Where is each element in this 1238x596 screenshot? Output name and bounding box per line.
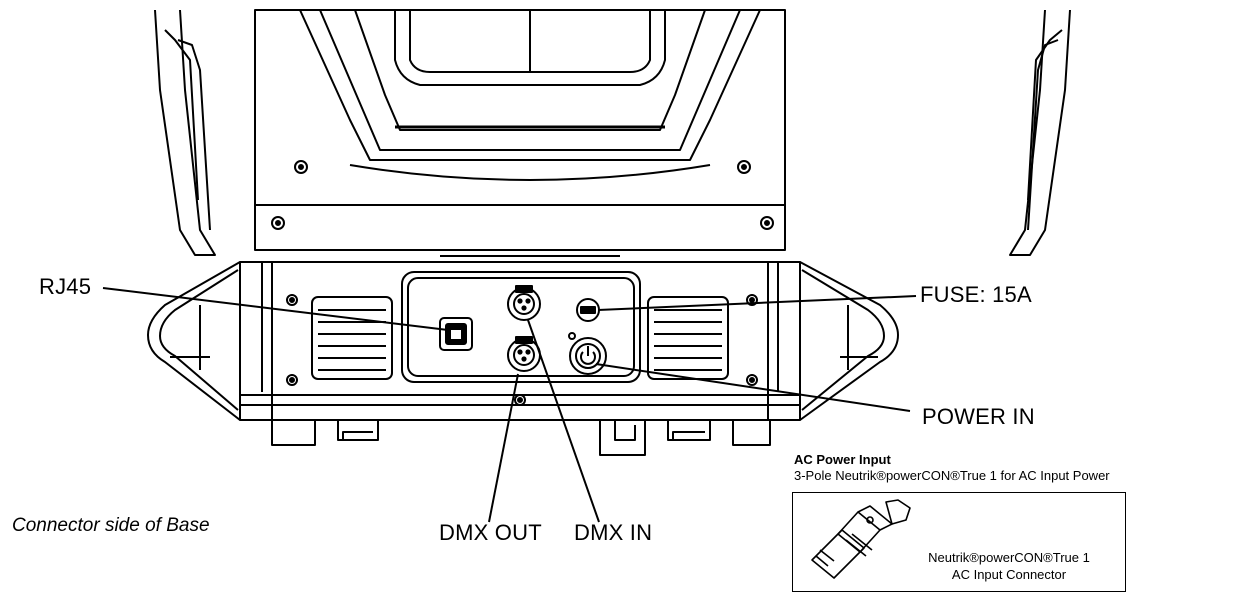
- ac-connector-box: Neutrik®powerCON®True 1 AC Input Connect…: [792, 492, 1126, 592]
- power-in-label: POWER IN: [922, 404, 1035, 429]
- rj45-port-icon: [439, 317, 473, 351]
- yoke-left-arm: [154, 9, 216, 256]
- fuse-label: FUSE: 15A: [920, 282, 1032, 307]
- fuse-holder-icon: [576, 298, 600, 322]
- diagram-caption: Connector side of Base: [12, 515, 210, 536]
- ac-connector-type: AC Input Connector: [951, 567, 1067, 582]
- dmx-in-label: DMX IN: [574, 520, 653, 545]
- yoke-right-arm: [1009, 9, 1071, 256]
- dmx-out-label: DMX OUT: [439, 520, 542, 545]
- powercon-connector-icon: [811, 499, 911, 579]
- ac-power-title: AC Power Input: [794, 452, 891, 467]
- dmx-in-port-icon: [507, 285, 541, 321]
- rj45-label: RJ45: [39, 274, 92, 299]
- leader-lines: [102, 287, 917, 523]
- power-in-port-icon: [568, 332, 607, 375]
- base-body: [147, 261, 899, 456]
- ac-power-description: 3-Pole Neutrik®powerCON®True 1 for AC In…: [794, 468, 1110, 483]
- ac-connector-name: Neutrik®powerCON®True 1: [928, 550, 1090, 565]
- head-body: [254, 9, 786, 257]
